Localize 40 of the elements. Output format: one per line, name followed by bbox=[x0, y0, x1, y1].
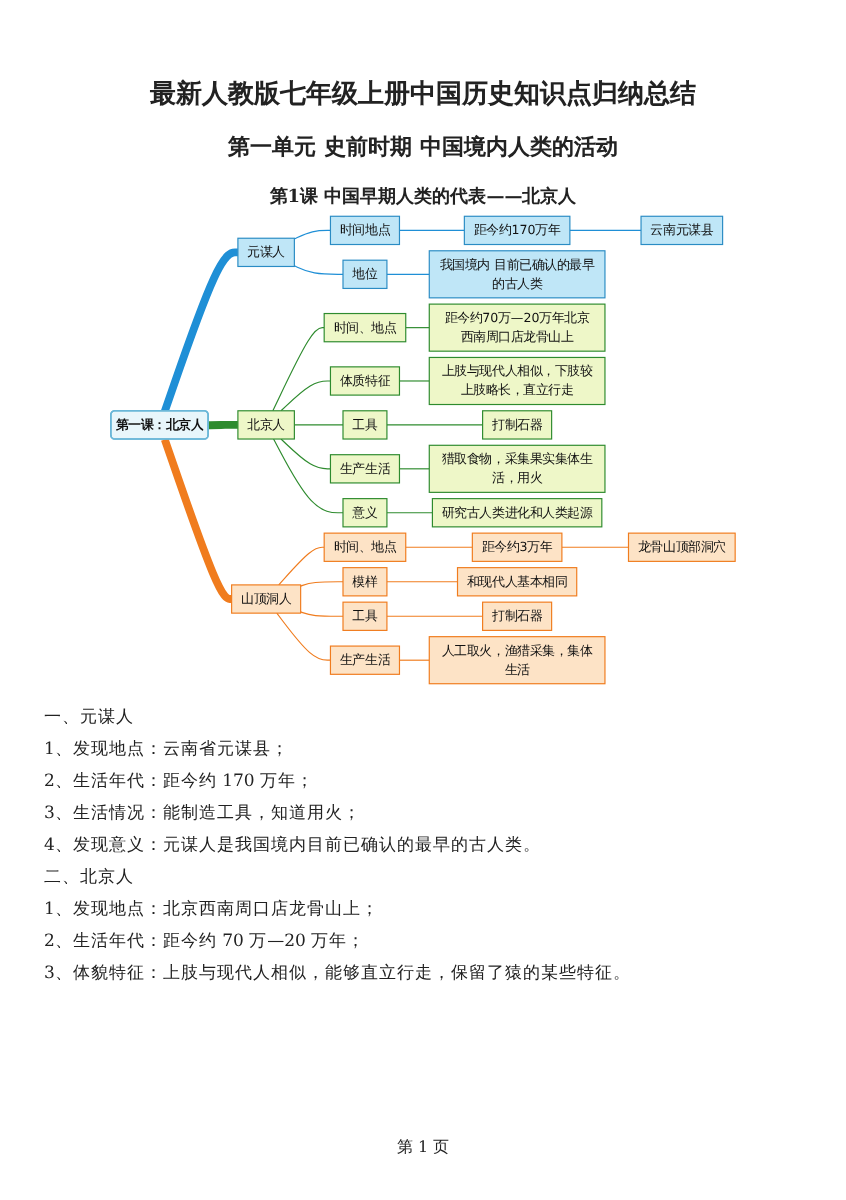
connector bbox=[161, 438, 234, 603]
connector bbox=[293, 424, 344, 426]
note-text: 3、体貌特征：上肢与现代人相似，能够直立行走，保留了猿的某些特征。 bbox=[44, 961, 631, 988]
section-heading: 一、元谋人 bbox=[44, 706, 134, 732]
connector bbox=[386, 581, 459, 583]
page-number: 第 1 页 bbox=[396, 1136, 450, 1158]
connector bbox=[273, 438, 344, 514]
connector bbox=[278, 546, 325, 586]
note-text: 4、发现意义：元谋人是我国境内目前已确认的最早的古人类。 bbox=[44, 833, 541, 860]
connector bbox=[161, 248, 239, 413]
note-text: 2、生活年代：距今约 70 万—20 万年； bbox=[44, 930, 366, 956]
section-heading: 二、北京人 bbox=[44, 866, 134, 892]
connector bbox=[280, 438, 332, 470]
unit-heading: 第一单元 史前时期 中国境内人类的活动 bbox=[228, 132, 618, 162]
connector bbox=[398, 468, 430, 470]
connector bbox=[398, 380, 430, 382]
connector bbox=[569, 229, 642, 231]
connector bbox=[398, 659, 430, 661]
connector bbox=[386, 615, 484, 617]
connector bbox=[386, 424, 484, 426]
connector bbox=[293, 265, 344, 275]
connector bbox=[386, 512, 433, 514]
connector bbox=[405, 546, 473, 548]
connector bbox=[206, 420, 239, 430]
connector bbox=[280, 380, 332, 412]
note-text: 2、生活年代：距今约 170 万年； bbox=[44, 770, 315, 796]
connector bbox=[561, 546, 630, 548]
connector bbox=[293, 229, 332, 240]
connector bbox=[276, 612, 332, 661]
connector bbox=[386, 273, 430, 275]
connector bbox=[272, 327, 325, 412]
note-text: 1、发现地点：云南省元谋县； bbox=[44, 738, 289, 764]
page-title: 最新人教版七年级上册中国历史知识点归纳总结 bbox=[148, 77, 698, 112]
note-text: 1、发现地点：北京西南周口店龙骨山上； bbox=[44, 897, 379, 924]
connector bbox=[300, 581, 344, 587]
connector bbox=[405, 327, 430, 329]
connector bbox=[300, 611, 344, 617]
note-text: 3、生活情况：能制造工具，知道用火； bbox=[44, 802, 361, 828]
lesson-heading: 第1课 中国早期人类的代表——北京人 bbox=[269, 184, 577, 210]
connector bbox=[398, 229, 465, 231]
